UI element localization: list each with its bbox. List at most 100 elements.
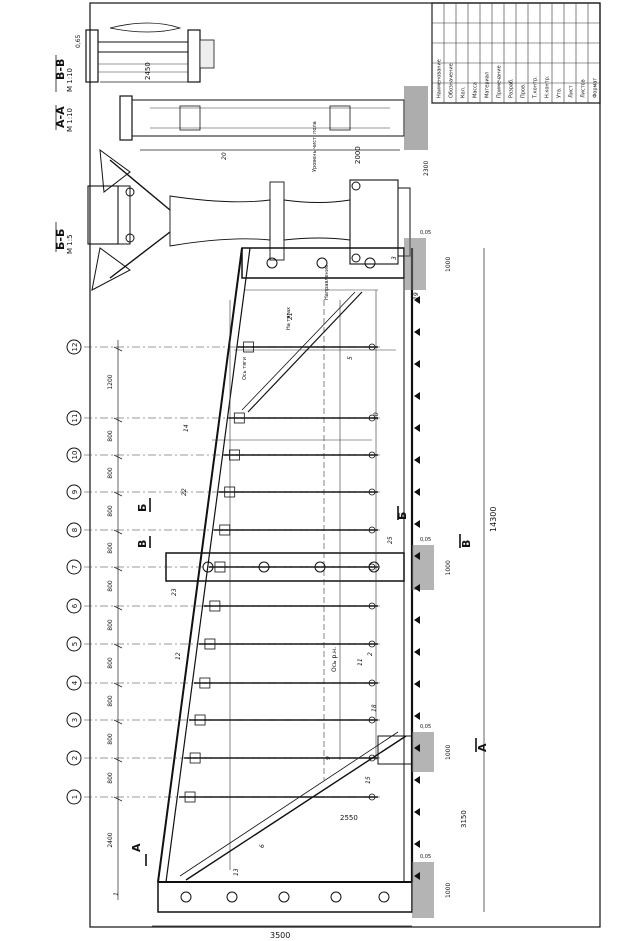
svg-text:5: 5 xyxy=(71,642,79,646)
foundation-block xyxy=(412,862,434,918)
spacing-dim: 800 xyxy=(107,580,114,592)
svg-text:9: 9 xyxy=(71,490,79,494)
end-plate-top xyxy=(241,247,405,279)
support-gap: 0,05 xyxy=(420,854,431,860)
title-block-cell: Н.контр. xyxy=(544,75,550,98)
section-vv: В-В М 1:10 2450 0,65 xyxy=(54,22,215,92)
section-vv-dim2: 0,65 xyxy=(75,34,82,48)
svg-text:2: 2 xyxy=(71,756,79,760)
section-vv-dim: 2450 xyxy=(144,62,152,80)
svg-text:12: 12 xyxy=(71,343,79,352)
title-block-cell: Материал xyxy=(484,72,490,98)
part-number: 20 xyxy=(221,152,228,160)
support-width: 1000 xyxy=(445,883,452,898)
support-gap: 0,05 xyxy=(420,230,431,236)
foundation-block xyxy=(412,545,434,590)
cut-b-left: Б xyxy=(136,504,149,512)
title-block-cell: Наименование xyxy=(436,59,442,98)
section-vv-title: В-В xyxy=(54,59,67,80)
section-bb-title: Б-Б xyxy=(54,229,67,250)
notes: Ось р.н. На тягах Направление Ось тяги xyxy=(242,265,338,672)
axis-marker: 8 xyxy=(66,522,380,538)
drawing-frame xyxy=(89,2,601,928)
part-number: 5 xyxy=(347,356,354,360)
axis-marker: 10 xyxy=(66,447,380,463)
spacing-dim: 800 xyxy=(107,619,114,631)
axis-marker: 7 xyxy=(66,559,380,575)
note-axis-rn: Ось р.н. xyxy=(331,647,338,672)
title-block-cell: Листов xyxy=(580,79,586,98)
foundation-block xyxy=(404,238,426,290)
title-block-cell: Кол. xyxy=(460,86,466,98)
title-block-cell: Пров. xyxy=(520,83,526,98)
span-dim-2: 2550 xyxy=(340,814,358,822)
axis-marker: 3 xyxy=(66,712,380,728)
svg-text:11: 11 xyxy=(71,414,79,423)
section-aa-note: Уровень чист. пола xyxy=(312,121,318,172)
title-block-cell: Масса xyxy=(472,82,478,98)
section-aa: А-А М 1:10 2000 Уровень чист. пола xyxy=(54,86,428,172)
section-aa-dim: 2000 xyxy=(354,146,362,164)
part-number: 3 xyxy=(391,256,398,260)
axis-marker: 9 xyxy=(66,484,380,500)
part-number: 2 xyxy=(367,652,374,656)
title-block-cell: Утв. xyxy=(556,87,562,98)
part-number: 22 xyxy=(181,488,188,496)
axis-marker: 4 xyxy=(66,675,380,691)
end-plate-bottom xyxy=(157,881,413,913)
part-number: 13 xyxy=(233,868,240,876)
cut-b-right: Б xyxy=(396,512,409,520)
part-number: 14 xyxy=(183,424,190,432)
title-block-cell: Лист xyxy=(568,85,574,98)
title-block-cell: Формат xyxy=(592,78,598,98)
overall-dimensions: 14300 3500 3150 2550 xyxy=(152,248,498,940)
support-width: 1000 xyxy=(445,745,452,760)
svg-text:7: 7 xyxy=(71,565,79,569)
svg-text:4: 4 xyxy=(71,680,79,685)
note-on-rods: На тягах xyxy=(286,307,292,330)
support-width: 1000 xyxy=(445,257,452,272)
part-number: 19 xyxy=(413,292,420,300)
cut-v-right: В xyxy=(460,540,473,548)
support-gap: 0,05 xyxy=(420,724,431,730)
part-number: 15 xyxy=(365,776,372,784)
axis-marker: 12 xyxy=(66,339,380,355)
cut-a-right: А xyxy=(476,743,489,752)
spacing-dim: 800 xyxy=(107,467,114,479)
section-bb-scale: М 1:5 xyxy=(66,234,74,254)
section-vv-scale: М 1:10 xyxy=(66,68,74,92)
axis-marker: 1 xyxy=(66,789,380,805)
spacing-dim: 800 xyxy=(107,657,114,669)
svg-text:3: 3 xyxy=(71,718,79,722)
title-block-cell: Разраб. xyxy=(508,78,514,98)
note-direction: Направление xyxy=(324,265,330,300)
support-gap: 0,05 xyxy=(420,537,431,543)
part-number: 9 xyxy=(325,756,332,760)
spacing-dim: 800 xyxy=(107,772,114,784)
support-width: 1000 xyxy=(445,560,452,575)
cut-v-left: В xyxy=(136,540,149,548)
section-aa-title: А-А xyxy=(54,106,67,128)
title-block-cell: Примечание xyxy=(496,65,502,98)
spacing-dim: 800 xyxy=(107,542,114,554)
part-number: 23 xyxy=(171,588,178,596)
part-number: 12 xyxy=(175,652,182,660)
axis-marker: 5 xyxy=(66,636,380,652)
spacing-dim: 800 xyxy=(107,733,114,745)
title-block-cell: Т.контр. xyxy=(532,76,538,99)
overall-length: 14300 xyxy=(489,507,498,532)
section-bb-dim: 2300 xyxy=(423,161,430,176)
part-number: 1 xyxy=(113,892,120,896)
part-number: 6 xyxy=(259,844,266,848)
span-dim-1: 3150 xyxy=(460,810,468,828)
note-rod-axis: Ось тяги xyxy=(242,357,248,380)
foundation-block xyxy=(412,732,434,772)
cut-marks: А А В В Б Б xyxy=(130,498,489,866)
svg-text:1: 1 xyxy=(71,795,79,799)
part-number: 10 xyxy=(373,412,380,420)
